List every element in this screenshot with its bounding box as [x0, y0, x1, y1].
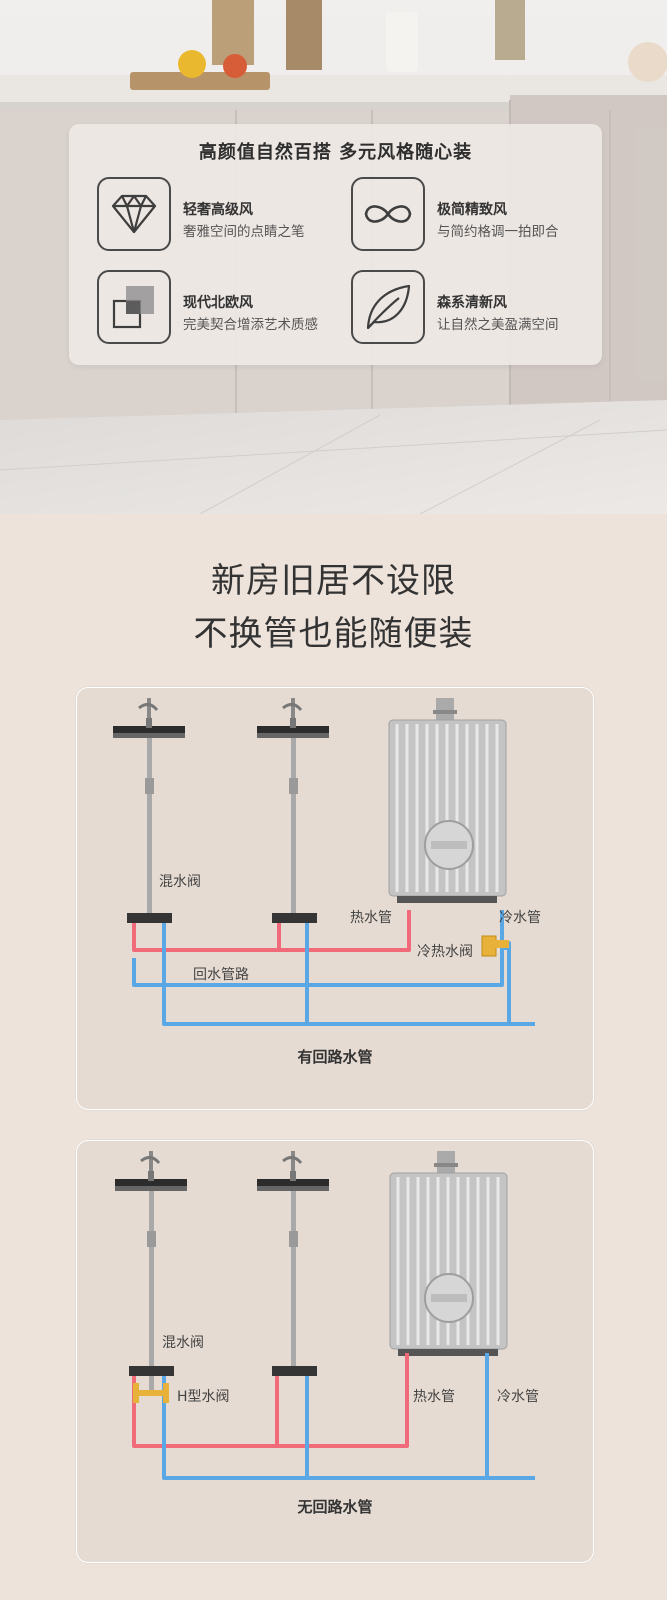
feature-title: 极简精致风	[437, 202, 507, 218]
water-heater	[388, 698, 507, 903]
feature-luxury: 轻奢高级风 奢雅空间的点睛之笔	[69, 177, 319, 257]
diagram-without-loop: 混水阀 H型水阀 热水管 冷水管 无回路水管	[76, 1140, 594, 1563]
feature-nordic: 现代北欧风 完美契合增添艺术质感	[69, 270, 319, 350]
diagram-with-loop: 混水阀 热水管 冷水管 冷热水阀 回水管路 有回路水管	[76, 687, 594, 1110]
infinity-icon	[351, 177, 425, 251]
leaf-icon	[351, 270, 425, 344]
shower-head-left	[113, 698, 185, 923]
feature-title: 轻奢高级风	[183, 202, 253, 218]
diagram-caption: 无回路水管	[297, 1498, 373, 1516]
style-features-card: 高颜值自然百搭 多元风格随心装 轻奢高级风 奢雅空间的点睛之笔	[69, 124, 602, 365]
cold-pipe-label: 冷水管	[497, 1389, 539, 1405]
water-heater	[389, 1151, 508, 1356]
feature-desc: 完美契合增添艺术质感	[183, 317, 318, 333]
mixer-label: 混水阀	[159, 874, 201, 890]
h-valve-label: H型水阀	[177, 1389, 230, 1405]
mixer-label: 混水阀	[162, 1335, 204, 1351]
diagram-caption: 有回路水管	[297, 1048, 373, 1066]
cold-pipe-label: 冷水管	[499, 910, 541, 926]
kitchen-hero-image: 高颜值自然百搭 多元风格随心装 轻奢高级风 奢雅空间的点睛之笔	[0, 0, 667, 514]
diamond-icon	[97, 177, 171, 251]
headline-line2: 不换管也能随便装	[193, 614, 474, 654]
loop-label: 回水管路	[193, 967, 249, 983]
feature-minimal: 极简精致风 与简约格调一拍即合	[323, 177, 573, 257]
hot-pipe-label: 热水管	[350, 910, 392, 926]
shower-head-right	[257, 698, 329, 923]
valve-label: 冷热水阀	[417, 944, 473, 960]
shower-head-left	[115, 1151, 187, 1391]
feature-desc: 让自然之美盈满空间	[437, 317, 559, 333]
feature-desc: 与简约格调一拍即合	[437, 224, 559, 240]
overlap-squares-icon	[97, 270, 171, 344]
feature-title: 森系清新风	[437, 295, 507, 311]
shower-head-right	[257, 1151, 329, 1376]
feature-title: 现代北欧风	[183, 295, 253, 311]
feature-forest: 森系清新风 让自然之美盈满空间	[323, 270, 573, 350]
headline-line1: 新房旧居不设限	[211, 561, 456, 601]
feature-desc: 奢雅空间的点睛之笔	[183, 224, 305, 240]
style-card-title: 高颜值自然百搭 多元风格随心装	[198, 142, 473, 163]
hot-pipe-label: 热水管	[413, 1389, 455, 1405]
